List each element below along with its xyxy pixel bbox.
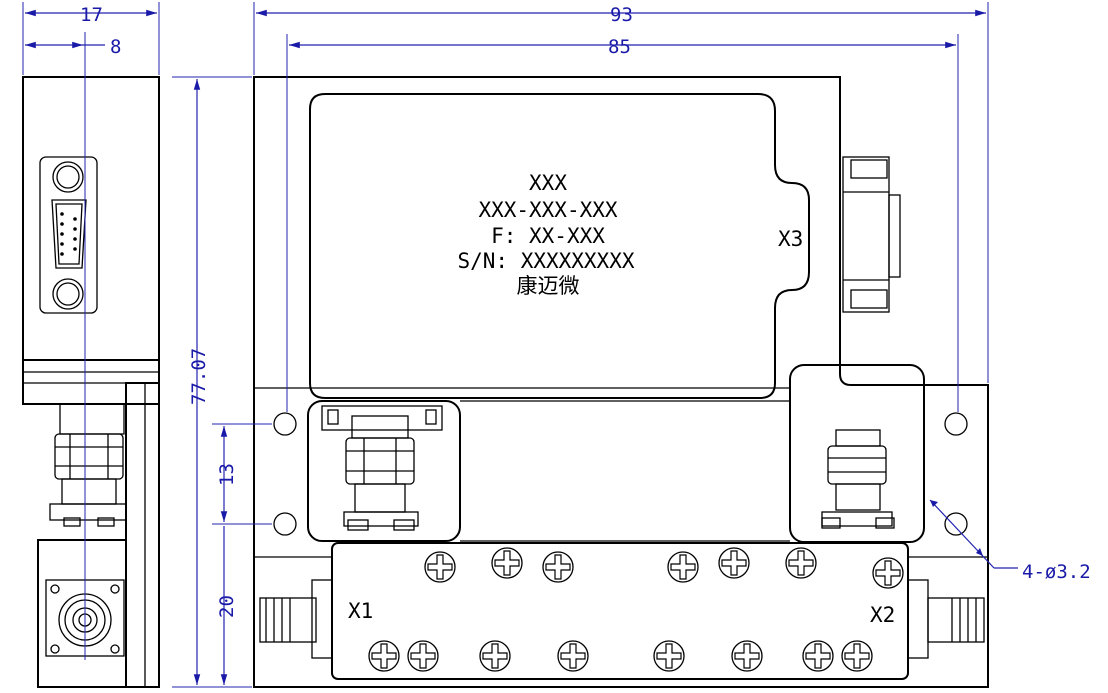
product-label: XXX XXX-XXX-XXX F: XX-XXX S/N: XXXXXXXXX… xyxy=(457,171,634,298)
dim-holes: 4-ø3.2 xyxy=(1022,561,1091,583)
screw-icon xyxy=(731,640,763,672)
front-dimensions: 93 85 77.07 13 20 4-ø3.2 xyxy=(172,2,1091,688)
screw-icon xyxy=(802,640,834,672)
screw-icon xyxy=(718,547,750,579)
screw-icon xyxy=(872,557,904,589)
front-view xyxy=(253,76,989,688)
side-dimensions: 17 8 xyxy=(22,2,160,75)
dim-height-total: 77.07 xyxy=(188,348,210,405)
screw-icon xyxy=(424,551,456,583)
label-line-4: S/N: XXXXXXXXX xyxy=(457,249,634,273)
label-line-3: F: XX-XXX xyxy=(491,224,605,248)
screw-icon xyxy=(542,551,574,583)
label-line-1: XXX xyxy=(529,171,567,195)
dim-width-offset: 8 xyxy=(110,36,121,58)
dim-width-total: 17 xyxy=(80,4,103,26)
screw-icon xyxy=(491,547,523,579)
dim-hole-spacing: 13 xyxy=(216,463,238,486)
dim-length-holes: 85 xyxy=(608,36,631,58)
port-x3-label: X3 xyxy=(778,227,803,251)
screw-icon xyxy=(557,640,589,672)
side-view xyxy=(22,32,160,688)
label-line-2: XXX-XXX-XXX xyxy=(478,198,617,222)
port-x2-label: X2 xyxy=(870,603,895,627)
port-x1-label: X1 xyxy=(348,599,373,623)
label-line-5: 康迈微 xyxy=(517,274,580,298)
dim-lower-height: 20 xyxy=(216,595,238,618)
screw-icon xyxy=(407,640,439,672)
screw-icon xyxy=(841,640,873,672)
screw-icon xyxy=(667,551,699,583)
dim-length-total: 93 xyxy=(610,4,633,26)
screw-icon xyxy=(785,547,817,579)
screw-icon xyxy=(479,640,511,672)
screw-icon xyxy=(653,640,685,672)
screws xyxy=(368,547,904,672)
screw-icon xyxy=(368,640,400,672)
